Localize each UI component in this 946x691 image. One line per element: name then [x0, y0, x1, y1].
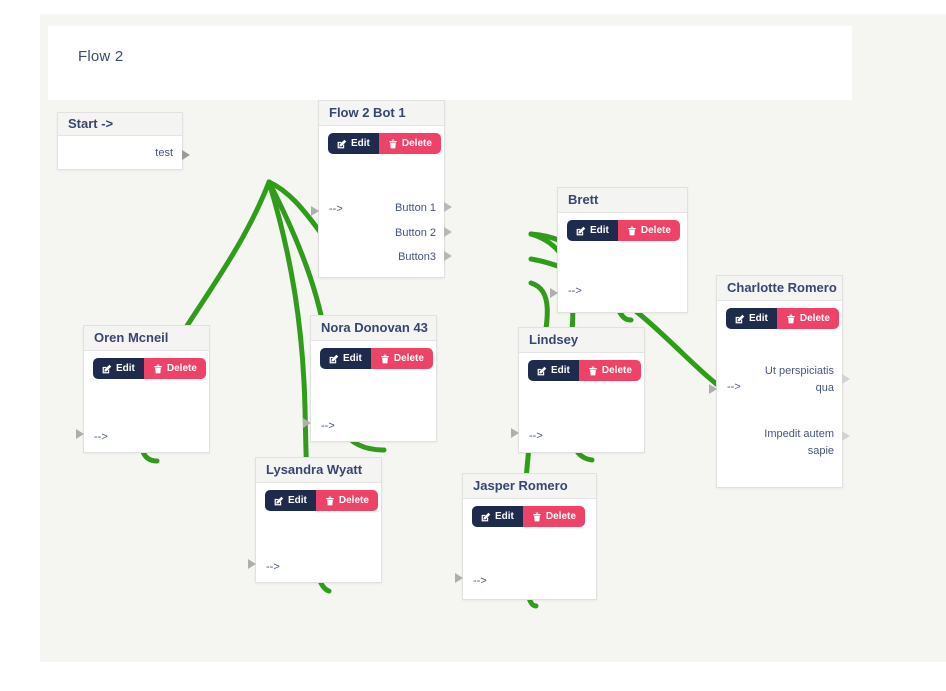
delete-button[interactable]: Delete — [143, 358, 206, 379]
edit-button[interactable]: Edit — [528, 360, 579, 381]
edit-button[interactable]: Edit — [93, 358, 144, 379]
node-title: Lindsey — [529, 332, 579, 347]
node-header: Charlotte Romero — [717, 276, 842, 301]
output-label: Impedit autem sapie — [764, 428, 834, 457]
input-port[interactable] — [550, 288, 558, 298]
trash-icon — [154, 364, 162, 373]
pencil-icon — [576, 226, 586, 235]
output-label: Button 1 — [395, 202, 436, 214]
output-label: test — [155, 147, 173, 159]
node-lindsey[interactable]: Lindsey Edit Delete --> — [511, 327, 645, 453]
delete-button[interactable]: Delete — [378, 133, 441, 154]
delete-button[interactable]: Delete — [522, 506, 585, 527]
output-label: Button 2 — [395, 227, 436, 239]
output-port[interactable] — [444, 227, 452, 237]
output-port[interactable] — [444, 251, 452, 261]
node-header: Flow 2 Bot 1 — [319, 101, 444, 126]
pencil-icon — [274, 496, 284, 505]
node-header: Oren Mcneil — [84, 326, 209, 351]
node-jasper[interactable]: Jasper Romero Edit Delete --> — [455, 473, 597, 600]
node-title: Charlotte Romero — [727, 280, 837, 295]
output-port[interactable] — [444, 202, 452, 212]
node-header: Brett — [558, 188, 687, 213]
input-port[interactable] — [248, 559, 256, 569]
node-title: Jasper Romero — [473, 478, 568, 493]
pencil-icon — [329, 354, 339, 363]
pencil-icon — [735, 314, 745, 323]
node-lysandra[interactable]: Lysandra Wyatt Edit Delete --> — [248, 457, 382, 583]
trash-icon — [589, 366, 597, 375]
trash-icon — [381, 354, 389, 363]
input-label: --> — [94, 431, 108, 443]
output-port[interactable] — [182, 150, 190, 160]
input-label: --> — [568, 285, 582, 297]
input-port[interactable] — [511, 428, 519, 438]
flow-title-card: Flow 2 — [48, 26, 852, 100]
input-port[interactable] — [76, 429, 84, 439]
output-port[interactable] — [842, 431, 850, 441]
delete-button[interactable]: Delete — [578, 360, 641, 381]
node-nora[interactable]: Nora Donovan 43 Edit Delete --> — [303, 315, 437, 442]
edit-button[interactable]: Edit — [328, 133, 379, 154]
delete-button[interactable]: Delete — [370, 348, 433, 369]
input-port[interactable] — [455, 573, 463, 583]
node-title: Flow 2 Bot 1 — [329, 105, 406, 120]
trash-icon — [533, 512, 541, 521]
edit-button[interactable]: Edit — [726, 308, 777, 329]
node-oren[interactable]: Oren Mcneil Edit Delete --> — [76, 325, 210, 453]
output-port[interactable] — [842, 374, 850, 384]
node-title: Start -> — [68, 116, 114, 131]
delete-button[interactable]: Delete — [617, 220, 680, 241]
node-title: Brett — [568, 192, 599, 207]
input-port[interactable] — [303, 418, 311, 428]
flow-canvas[interactable]: Flow 2 Start -> test Flow 2 Bot 1 Edit — [40, 14, 946, 662]
pencil-icon — [537, 366, 547, 375]
trash-icon — [628, 226, 636, 235]
input-label: --> — [727, 381, 741, 393]
pencil-icon — [102, 364, 112, 373]
trash-icon — [389, 139, 397, 148]
output-label: Ut perspiciatis qua — [764, 365, 834, 394]
node-charlotte[interactable]: Charlotte Romero Edit Delete --> Ut pers… — [709, 275, 850, 488]
output-label: Button3 — [398, 251, 436, 263]
edit-button[interactable]: Edit — [567, 220, 618, 241]
node-title: Oren Mcneil — [94, 330, 169, 345]
node-header: Start -> — [58, 113, 182, 136]
node-brett[interactable]: Brett Edit Delete --> — [550, 187, 688, 313]
input-label: --> — [321, 420, 335, 432]
input-port[interactable] — [311, 206, 319, 216]
node-start[interactable]: Start -> test — [57, 112, 190, 170]
edit-button[interactable]: Edit — [320, 348, 371, 369]
trash-icon — [787, 314, 795, 323]
pencil-icon — [481, 512, 491, 521]
delete-button[interactable]: Delete — [315, 490, 378, 511]
input-label: --> — [473, 575, 487, 587]
node-title: Lysandra Wyatt — [266, 462, 363, 477]
input-port[interactable] — [709, 384, 717, 394]
node-header: Lysandra Wyatt — [256, 458, 381, 483]
input-label: --> — [529, 430, 543, 442]
node-header: Jasper Romero — [463, 474, 596, 499]
trash-icon — [326, 496, 334, 505]
delete-button[interactable]: Delete — [776, 308, 839, 329]
edit-button[interactable]: Edit — [472, 506, 523, 527]
input-label: --> — [266, 561, 280, 573]
input-label: --> — [329, 203, 343, 215]
node-title: Nora Donovan 43 — [321, 320, 428, 335]
page-title: Flow 2 — [78, 48, 124, 65]
node-flow2bot1[interactable]: Flow 2 Bot 1 Edit Delete --> Button 1 Bu… — [311, 100, 452, 278]
pencil-icon — [337, 139, 347, 148]
node-header: Nora Donovan 43 — [311, 316, 436, 341]
node-header: Lindsey — [519, 328, 644, 353]
edit-button[interactable]: Edit — [265, 490, 316, 511]
